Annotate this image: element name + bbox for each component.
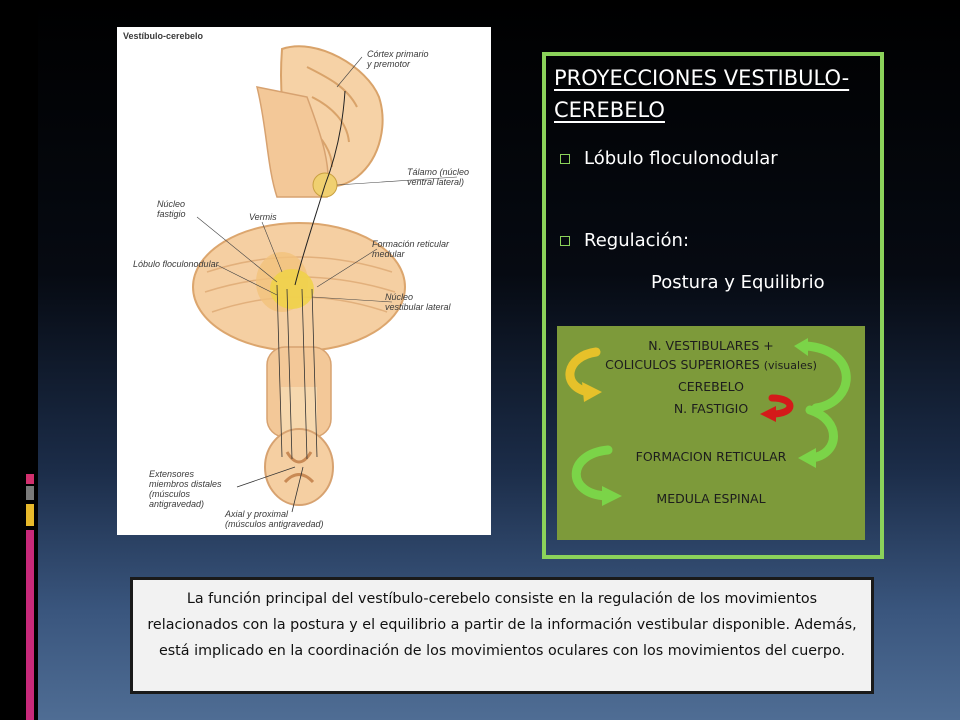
bullet-lobulo: Lóbulo floculonodular	[560, 148, 778, 169]
flow-cerebelo: CEREBELO	[677, 379, 745, 394]
projections-panel	[542, 52, 884, 559]
panel-title: PROYECCIONES VESTIBULO-CEREBELO	[554, 66, 850, 122]
figure-title: Vestíbulo-cerebelo	[123, 31, 204, 41]
function-caption: La función principal del vestíbulo-cereb…	[130, 577, 874, 694]
brain-illustration	[192, 45, 458, 513]
bullet-square-icon	[560, 235, 570, 246]
flow-formacion: FORMACION RETICULAR	[635, 449, 787, 464]
bullet-regulacion-text: Regulación:	[584, 230, 690, 251]
flow-coliculos-small: (visuales)	[763, 359, 817, 372]
bullet-regulacion: Regulación:	[560, 230, 689, 251]
regulation-subtext: Postura y Equilibrio	[651, 272, 825, 293]
label-vermis: Vermis	[249, 212, 277, 222]
flow-fastigio: N. FASTIGIO	[673, 401, 749, 416]
label-extensores: Extensores miembros distales (músculos a…	[149, 469, 222, 509]
bullet-lobulo-text: Lóbulo floculonodular	[584, 148, 778, 169]
flow-medula: MEDULA ESPINAL	[656, 491, 766, 506]
anatomy-figure: Vestíbulo-cerebelo Córtex primario y pre…	[117, 27, 491, 535]
label-fastigio: Núcleo fastigio	[157, 199, 186, 219]
decor-strip-magenta	[26, 530, 34, 720]
label-formacion: Formación reticular medular	[372, 239, 450, 259]
flow-coliculos: COLICULOS SUPERIORES (visuales)	[557, 357, 865, 372]
flow-coliculos-main: COLICULOS SUPERIORES	[605, 357, 764, 372]
label-lobulo: Lóbulo floculonodular	[133, 259, 219, 269]
label-cortex: Córtex primario y premotor	[367, 49, 429, 69]
flow-vestibulares: N. VESTIBULARES +	[648, 338, 774, 353]
decor-strip-pink	[26, 474, 34, 484]
label-vestibular: Núcleo vestibular lateral	[385, 292, 451, 312]
decor-strip-gray	[26, 486, 34, 500]
bullet-square-icon	[560, 153, 570, 164]
label-axial: Axial y proximal (músculos antigravedad)	[225, 509, 324, 529]
decor-strip-yellow	[26, 504, 34, 526]
label-talamo: Tálamo (núcleo ventral lateral)	[407, 167, 470, 187]
